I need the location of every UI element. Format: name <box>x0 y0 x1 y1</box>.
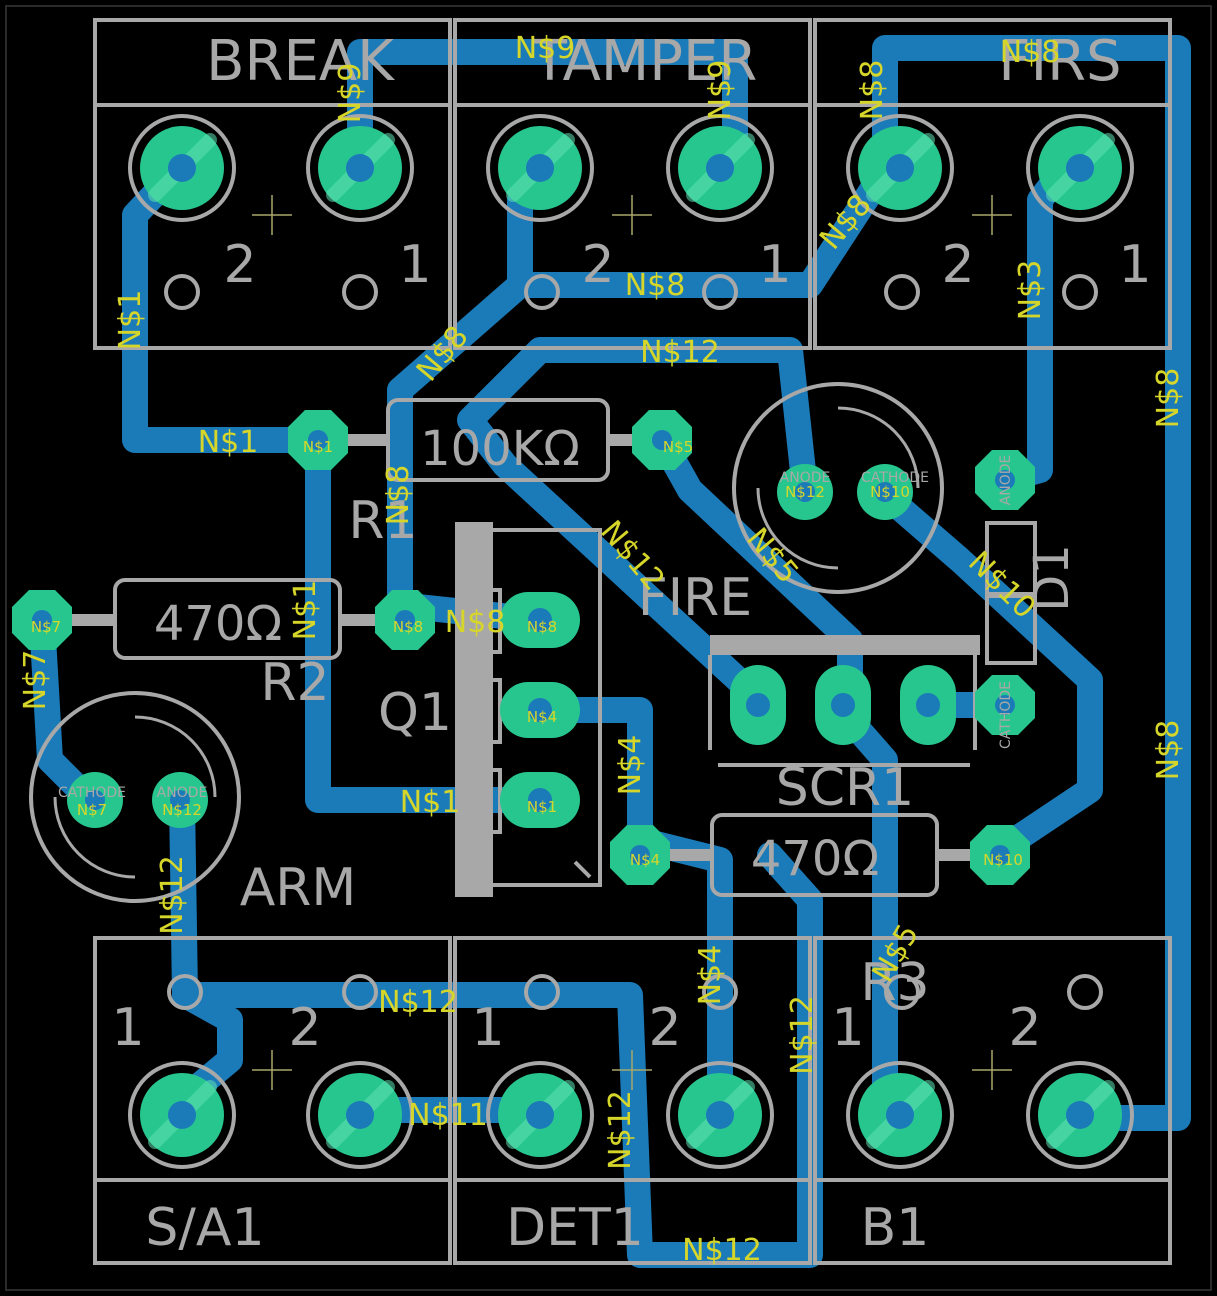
label-scr1: SCR1 <box>776 758 915 818</box>
pin-num: 2 <box>288 998 321 1058</box>
pad-net: N$12 <box>162 801 202 819</box>
pin-num: 2 <box>223 235 256 295</box>
label-b1: B1 <box>861 1198 930 1258</box>
net-label-n8: N$8 <box>381 465 416 526</box>
net-label-n9: N$9 <box>515 31 576 66</box>
pin-num: 1 <box>471 998 504 1058</box>
pin-num: 2 <box>581 235 614 295</box>
net-label-n12: N$12 <box>682 1233 762 1268</box>
terminal-tamper-outline <box>453 18 812 350</box>
net-label-n9: N$9 <box>703 60 738 121</box>
label-r2-value: 470Ω <box>154 596 282 652</box>
pin-num: 1 <box>831 998 864 1058</box>
led-fire-outline <box>732 382 944 594</box>
net-label-n8: N$8 <box>445 605 506 640</box>
pad-net: N$8 <box>527 618 557 636</box>
terminal-b1-outline <box>813 936 1172 1265</box>
label-r3-value: 470Ω <box>751 831 879 887</box>
net-label-n12: N$12 <box>640 335 720 370</box>
net-label-n8: N$8 <box>1151 368 1186 429</box>
net-label-n12: N$12 <box>603 1090 638 1170</box>
pin-num: 1 <box>398 235 431 295</box>
pin-num: 2 <box>1008 998 1041 1058</box>
net-label-n1: N$1 <box>400 785 461 820</box>
label-q1: Q1 <box>378 683 452 743</box>
trace-n8-outer <box>872 35 1191 1131</box>
pad-net-names: N$1 N$5 N$7 N$8 N$8 N$4 N$1 N$4 N$10 N$1… <box>31 438 1023 869</box>
pad-net: N$4 <box>630 851 660 869</box>
d1-anode-label: ANODE <box>998 455 1014 506</box>
pad-net: N$10 <box>983 851 1023 869</box>
q1-tab <box>455 522 493 897</box>
label-sa1: S/A1 <box>145 1198 264 1258</box>
pad-net: N$10 <box>870 483 910 501</box>
net-label-n3: N$3 <box>1013 260 1048 321</box>
led-arm-cathode-label: CATHODE <box>58 785 126 801</box>
label-break: BREAK <box>206 29 395 94</box>
label-r1-value: 100KΩ <box>420 421 580 477</box>
net-label-n11: N$11 <box>408 1098 488 1133</box>
component-labels: BREAK TAMPER FIRS R1 100KΩ R2 470Ω R3 47… <box>58 29 1152 1258</box>
pin-num: 1 <box>758 235 791 295</box>
pad-net: N$7 <box>31 618 61 636</box>
d1-cathode-label: CATHODE <box>998 681 1014 749</box>
led-arm-outline <box>29 691 241 903</box>
label-r1: R1 <box>348 491 417 551</box>
terminal-sa1-outline <box>93 936 452 1265</box>
scr1-tab <box>710 635 980 655</box>
net-label-n1: N$1 <box>198 425 259 460</box>
net-label-n1: N$1 <box>113 290 148 351</box>
pad-net: N$5 <box>663 438 693 456</box>
pin-num: 1 <box>111 998 144 1058</box>
pin-num: 2 <box>941 235 974 295</box>
led-fire-cathode-label: CATHODE <box>861 470 929 486</box>
net-label-n8: N$8 <box>1151 720 1186 781</box>
pad-net: N$8 <box>393 618 423 636</box>
net-label-n8: N$8 <box>1000 35 1061 70</box>
terminal-det1-outline <box>453 936 812 1265</box>
label-firs: FIRS <box>998 29 1121 94</box>
net-label-n12: N$12 <box>378 985 458 1020</box>
net-label-n12: N$12 <box>785 995 820 1075</box>
trace-n12-sa <box>169 982 243 1113</box>
pad-net: N$1 <box>303 438 333 456</box>
pin-num: 2 <box>648 998 681 1058</box>
label-fire: FIRE <box>638 568 752 628</box>
label-det1: DET1 <box>506 1198 644 1258</box>
terminal-firs-outline <box>813 18 1172 350</box>
net-label-n7: N$7 <box>18 650 53 711</box>
net-label-n9: N$9 <box>333 63 368 124</box>
pads <box>12 114 1134 1169</box>
net-label-n1: N$1 <box>288 580 323 641</box>
net-label-n4: N$4 <box>693 945 728 1006</box>
trace-n12-top <box>457 337 818 713</box>
terminal-break-outline <box>93 18 452 350</box>
label-tamper: TAMPER <box>532 29 758 94</box>
board-outline <box>5 5 1212 1291</box>
label-r3: R3 <box>860 953 929 1013</box>
pad-net: N$7 <box>77 801 107 819</box>
net-label-n4: N$4 <box>613 735 648 796</box>
pin-num: 1 <box>1118 235 1151 295</box>
trace-n10 <box>872 482 1103 863</box>
label-r2: R2 <box>260 653 329 713</box>
net-label-n8: N$8 <box>625 268 686 303</box>
net-label-n12: N$12 <box>155 855 190 935</box>
pad-net: N$1 <box>527 798 557 816</box>
silkscreen <box>29 18 1172 1265</box>
pad-net: N$12 <box>785 483 825 501</box>
label-d1: D1 <box>1024 544 1080 612</box>
led-fire-anode-label: ANODE <box>780 470 831 486</box>
net-label-n8: N$8 <box>855 60 890 121</box>
label-arm: ARM <box>240 858 357 918</box>
led-arm-anode-label: ANODE <box>157 785 208 801</box>
pad-net: N$4 <box>527 708 557 726</box>
